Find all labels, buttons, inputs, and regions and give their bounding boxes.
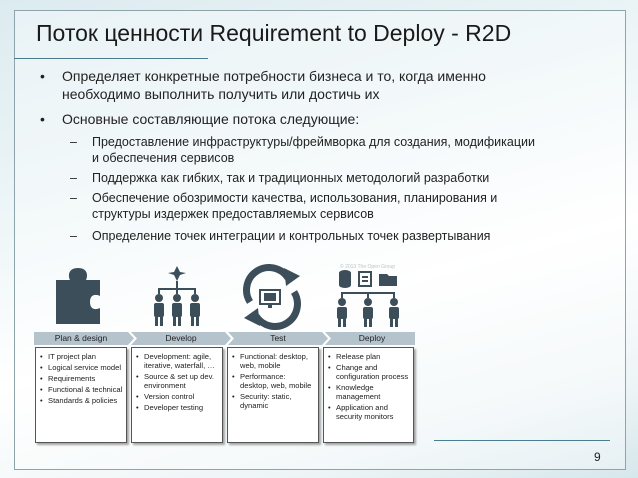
diagram-watermark: © 2013 The Open Group — [340, 264, 396, 270]
stage-card-develop: Development: agile, iterative, waterfall… — [131, 347, 223, 443]
stage-card-deploy: Release plan Change and configuration pr… — [323, 347, 414, 443]
list-item: Security: static, dynamic — [232, 392, 316, 410]
bullet-2: • Основные составляющие потока следующие… — [40, 110, 602, 128]
sub-bullet-2-line1: Поддержка как гибких, так и традиционных… — [92, 171, 490, 185]
stage-tag-plan-shape — [34, 332, 134, 345]
stage-tag-deploy-shape — [325, 332, 415, 345]
sub-bullet-1-line1: Предоставление инфраструктуры/фреймворка… — [92, 135, 535, 149]
list-item: Standards & policies — [40, 396, 124, 405]
list-item: Change and configuration process — [328, 363, 411, 381]
bullet-2-line1: Основные составляющие потока следующие: — [62, 111, 360, 127]
stage-tag-test: Test — [270, 333, 286, 343]
dash-marker: – — [70, 191, 77, 205]
dash-marker: – — [70, 229, 77, 243]
bullet-1: • Определяет конкретные потребности бизн… — [40, 67, 602, 103]
footer-rule — [434, 440, 610, 441]
list-item: Source & set up dev. environment — [136, 372, 220, 390]
slide-title: Поток ценности Requirement to Deploy - R… — [36, 20, 512, 46]
team-hierarchy-icon — [154, 266, 200, 326]
page-number: 9 — [594, 450, 601, 464]
sub-bullet-3: – Обеспечение обозримости качества, испо… — [70, 190, 612, 222]
bullet-marker: • — [40, 68, 45, 84]
list-item: Logical service model — [40, 363, 124, 372]
sub-bullet-4: – Определение точек интеграции и контрол… — [70, 228, 612, 244]
list-item: Performance: desktop, web, mobile — [232, 372, 316, 390]
sub-bullet-3-line2: структуры издержек предоставляемых серви… — [92, 207, 374, 221]
sub-bullet-4-line1: Определение точек интеграции и контрольн… — [92, 229, 491, 243]
bullet-1-line1: Определяет конкретные потребности бизнес… — [62, 68, 486, 84]
list-item: Application and security monitors — [328, 403, 411, 421]
test-cycle-icon — [243, 264, 301, 330]
list-item: Functional & technical — [40, 385, 124, 394]
stage-tag-test-shape — [228, 332, 328, 345]
list-item: IT project plan — [40, 352, 124, 361]
title-underline — [14, 58, 208, 59]
dash-marker: – — [70, 135, 77, 149]
stage-tag-develop: Develop — [165, 333, 197, 343]
list-item: Requirements — [40, 374, 124, 383]
deploy-icon — [337, 270, 399, 327]
list-item: Developer testing — [136, 403, 220, 412]
puzzle-icon — [56, 268, 100, 324]
list-item: Release plan — [328, 352, 411, 361]
sub-bullet-1-line2: и обеспечения сервисов — [92, 151, 235, 165]
stage-tag-deploy: Deploy — [358, 333, 386, 343]
stage-card-test: Functional: desktop, web, mobile Perform… — [227, 347, 319, 443]
stage-tag-plan: Plan & design — [54, 333, 108, 343]
stage-card-plan: IT project plan Logical service model Re… — [35, 347, 127, 443]
list-item: Version control — [136, 392, 220, 401]
list-item: Development: agile, iterative, waterfall… — [136, 352, 220, 370]
list-item: Knowledge management — [328, 383, 411, 401]
sub-bullet-3-line1: Обеспечение обозримости качества, исполь… — [92, 191, 498, 205]
sub-bullet-2: – Поддержка как гибких, так и традиционн… — [70, 170, 612, 186]
list-item: Functional: desktop, web, mobile — [232, 352, 316, 370]
bullet-1-line2: необходимо выполнить получить или достич… — [62, 86, 380, 102]
bullet-marker: • — [40, 111, 45, 127]
sub-bullet-1: – Предоставление инфраструктуры/фреймвор… — [70, 134, 612, 166]
stage-tag-develop-shape — [131, 332, 231, 345]
dash-marker: – — [70, 171, 77, 185]
